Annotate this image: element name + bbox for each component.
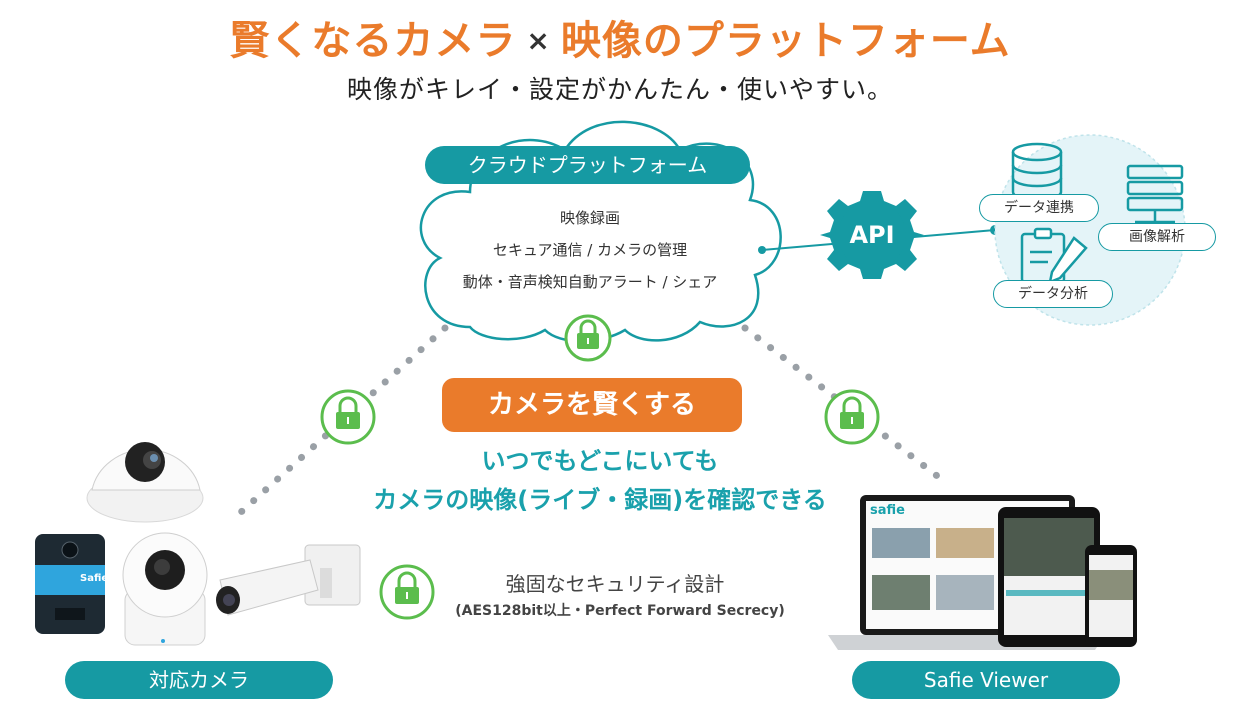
api-item-data-analysis: データ分析: [993, 280, 1113, 308]
safie-viewer-label: Safie Viewer: [852, 661, 1120, 699]
box-camera-icon: [35, 534, 105, 634]
view-footage-text: カメラの映像(ライブ・録画)を確認できる: [373, 486, 827, 514]
supported-cameras-label: 対応カメラ: [65, 661, 333, 699]
feature-recording: 映像録画: [559, 209, 620, 227]
title-times: ×: [526, 24, 551, 57]
anytime-anywhere-text: いつでもどこにいても: [481, 447, 719, 475]
security-detail: (AES128bit以上・Perfect Forward Secrecy): [455, 603, 785, 619]
smart-camera-button: カメラを賢くする: [442, 378, 742, 432]
api-item-data-link: データ連携: [979, 194, 1099, 222]
pan-tilt-camera-icon: [122, 532, 208, 646]
viewer-app-logo: safie: [870, 503, 905, 518]
feature-secure-comm: セキュア通信 / カメラの管理: [492, 241, 688, 259]
cloud-features: 映像録画 セキュア通信 / カメラの管理 動体・音声検知自動アラート / シェア: [425, 202, 755, 298]
camera-brand-text: Safie: [80, 573, 109, 584]
phone-icon: [1085, 545, 1137, 647]
feature-alert: 動体・音声検知自動アラート / シェア: [462, 273, 718, 291]
bullet-camera-icon: [216, 544, 361, 616]
title-part2: 映像のプラットフォーム: [560, 18, 1011, 64]
api-item-image-analysis: 画像解析: [1098, 223, 1216, 251]
title-part1: 賢くなるカメラ: [229, 18, 517, 64]
subtitle: 映像がキレイ・設定がかんたん・使いやすい。: [346, 75, 893, 104]
tablet-icon: [998, 507, 1100, 647]
lock-icon-right: [824, 389, 880, 445]
dome-camera-icon: [86, 442, 204, 523]
page-title: 賢くなるカメラ × 映像のプラットフォーム: [0, 8, 1240, 66]
api-gear-icon: [820, 191, 924, 279]
api-label: API: [849, 221, 895, 249]
cloud-platform-label: クラウドプラットフォーム: [425, 146, 750, 184]
lock-icon-left: [320, 389, 376, 445]
lock-icon-cloud: [564, 314, 612, 362]
security-title: 強固なセキュリティ設計: [505, 572, 725, 596]
server-icon: [1126, 164, 1184, 224]
lock-icon-security: [379, 564, 435, 620]
